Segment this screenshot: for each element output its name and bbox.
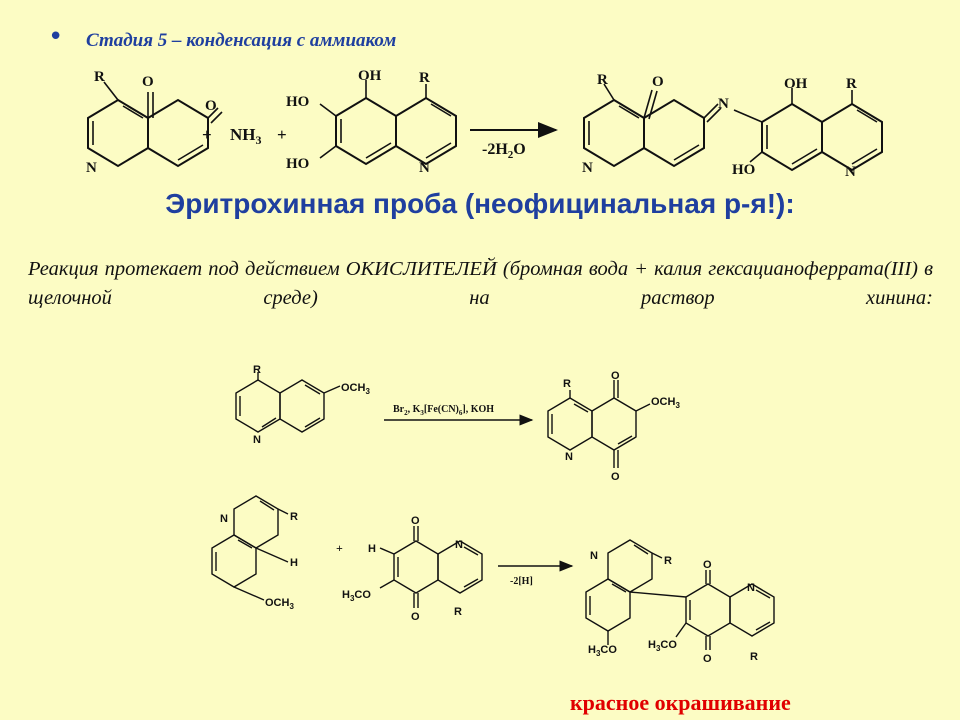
s3-quinone-n-label: N (455, 539, 463, 551)
scheme3-quinone-reactant: O H H3CO N R O (342, 515, 483, 623)
s3-dimer-h3co-label-1: H3CO (588, 644, 617, 658)
scheme1-arrow-condition: -2H2O (482, 141, 526, 161)
scheme1-hydroxyquinoline-reactant: OH HO HO R N (286, 68, 457, 176)
reaction-description: Реакция протекает под действием ОКИСЛИТЕ… (28, 258, 933, 309)
s3-dimer-h3co-label-2: H3CO (648, 639, 677, 653)
s2-product-n-label: N (565, 451, 573, 463)
scheme1-indophenol-product: R O N N OH HO R N (582, 72, 883, 180)
s3-dimer-n-label-2: N (747, 582, 755, 594)
s3-dimer-oxo-label-2: O (703, 653, 712, 665)
s3-reactant-h-label: H (290, 557, 298, 569)
s2-reactant-n-label: N (253, 434, 261, 446)
scheme3-arrow-condition: -2[H] (510, 576, 533, 587)
scheme3-dimer-product: N R H3CO O N H3CO O R (585, 539, 775, 665)
s3-reactant-r-label: R (290, 511, 298, 523)
test-title: Эритрохинная проба (неофицинальная р-я!)… (165, 188, 795, 219)
s2-product-oxo-label-2: O (611, 471, 620, 483)
hq-ho-label-1: HO (286, 94, 309, 110)
product1-r-label: R (597, 72, 608, 88)
scheme1-quinone-reactant: R O O N (86, 69, 223, 176)
s3-quinone-h3co-label: H3CO (342, 589, 371, 603)
hq-r-label: R (419, 70, 430, 86)
hq-n-label: N (419, 160, 430, 176)
scheme1-plus-1: + (202, 125, 212, 144)
s2-product-oxo-label-1: O (611, 370, 620, 382)
scheme3-quinoline-reactant: N R H OCH3 (211, 495, 298, 611)
s3-quinone-oxo-label-2: O (411, 611, 420, 623)
scheme3-plus: + (336, 541, 343, 555)
s3-quinone-r-label: R (454, 606, 462, 618)
stage-title: Стадия 5 – конденсация с аммиаком (86, 30, 397, 51)
s3-quinone-h-label: H (368, 543, 376, 555)
s3-dimer-oxo-label-1: O (703, 559, 712, 571)
bullet-marker: • (48, 22, 64, 52)
scheme2-quinone-product: R O OCH3 N O (547, 370, 680, 483)
s2-reactant-och3-label: OCH3 (341, 382, 370, 396)
product1-ho-label: HO (732, 162, 755, 178)
product1-oxo-label: O (652, 74, 664, 90)
product1-n-label-2: N (845, 164, 856, 180)
quinone-n-label: N (86, 160, 97, 176)
quinone-r-label: R (94, 69, 105, 85)
product1-r-label-2: R (846, 76, 857, 92)
s2-reactant-r-label: R (253, 364, 261, 376)
s2-product-och3-label: OCH3 (651, 396, 680, 410)
product1-n-label-1: N (582, 160, 593, 176)
hq-ho-label-2: HO (286, 156, 309, 172)
scheme2-arrow-conditions: Br2, K3[Fe(CN)6], KOH (393, 404, 494, 417)
scheme2-quinine-reactant: R OCH3 N (235, 364, 370, 446)
s2-product-r-label: R (563, 378, 571, 390)
s3-reactant-och3-label: OCH3 (265, 597, 294, 611)
s3-dimer-r-label-1: R (664, 555, 672, 567)
quinone-oxo-label-1: O (142, 74, 154, 90)
quinone-oxo-label-2: O (205, 98, 217, 114)
s3-dimer-r-label-2: R (750, 651, 758, 663)
ammonia-label: NH3 (230, 125, 262, 147)
s3-quinone-oxo-label-1: O (411, 515, 420, 527)
product1-oh-label: OH (784, 76, 808, 92)
hq-oh-label-1: OH (358, 68, 382, 84)
s3-reactant-n-label: N (220, 513, 228, 525)
product1-imine-n-label: N (718, 96, 729, 112)
result-label: красное окрашивание (570, 690, 791, 715)
scheme1-plus-2: + (277, 125, 287, 144)
s3-dimer-n-label-1: N (590, 550, 598, 562)
